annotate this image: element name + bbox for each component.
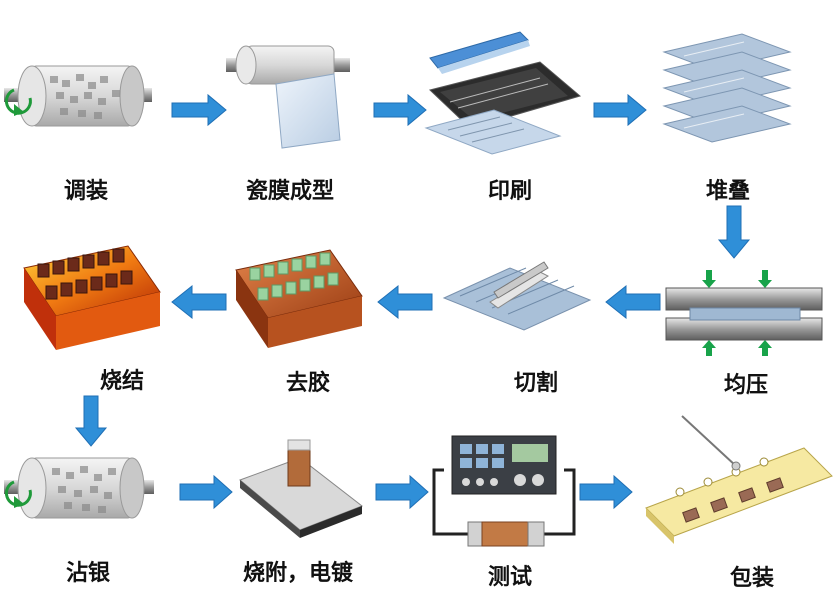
press-plates-icon	[665, 270, 823, 356]
binder-removal-tray-icon	[235, 249, 363, 348]
silver-dip-drum-icon	[4, 457, 154, 519]
step-label-12: 包装	[729, 566, 775, 591]
step-label-5: 均压	[723, 373, 769, 398]
arrow-7-8	[171, 284, 227, 320]
arrow-3-4	[593, 93, 647, 127]
step-label-6: 切割	[513, 371, 559, 396]
arrow-5-6	[605, 284, 661, 320]
arrow-10-11	[375, 474, 429, 510]
step-label-9: 沾银	[65, 561, 111, 586]
sintering-tray-icon	[23, 245, 161, 350]
arrow-6-7	[377, 284, 433, 320]
test-equipment-icon	[432, 435, 576, 547]
screen-printing-icon	[424, 31, 582, 155]
step-label-8: 烧结	[99, 369, 145, 394]
step-label-3: 印刷	[487, 179, 533, 204]
tape-packaging-icon	[645, 415, 833, 544]
arrow-8-9	[74, 395, 108, 447]
ball-mill-drum-icon	[4, 65, 152, 127]
arrow-11-12	[579, 474, 633, 510]
arrow-9-10	[179, 474, 233, 510]
step-label-7: 去胶	[285, 371, 331, 396]
arrow-4-5	[717, 205, 751, 259]
arrow-2-3	[373, 93, 427, 127]
step-label-10: 烧附，电镀	[242, 561, 354, 586]
plating-plate-icon	[239, 439, 364, 538]
step-label-4: 堆叠	[705, 179, 751, 204]
layer-stack-icon	[662, 33, 792, 143]
step-label-11: 测试	[487, 565, 533, 590]
step-label-1: 调装	[63, 179, 109, 204]
step-label-2: 瓷膜成型	[245, 179, 335, 204]
ceramic-film-roll-icon	[226, 45, 350, 149]
cutting-blade-icon	[442, 261, 592, 331]
arrow-1-2	[171, 93, 227, 127]
